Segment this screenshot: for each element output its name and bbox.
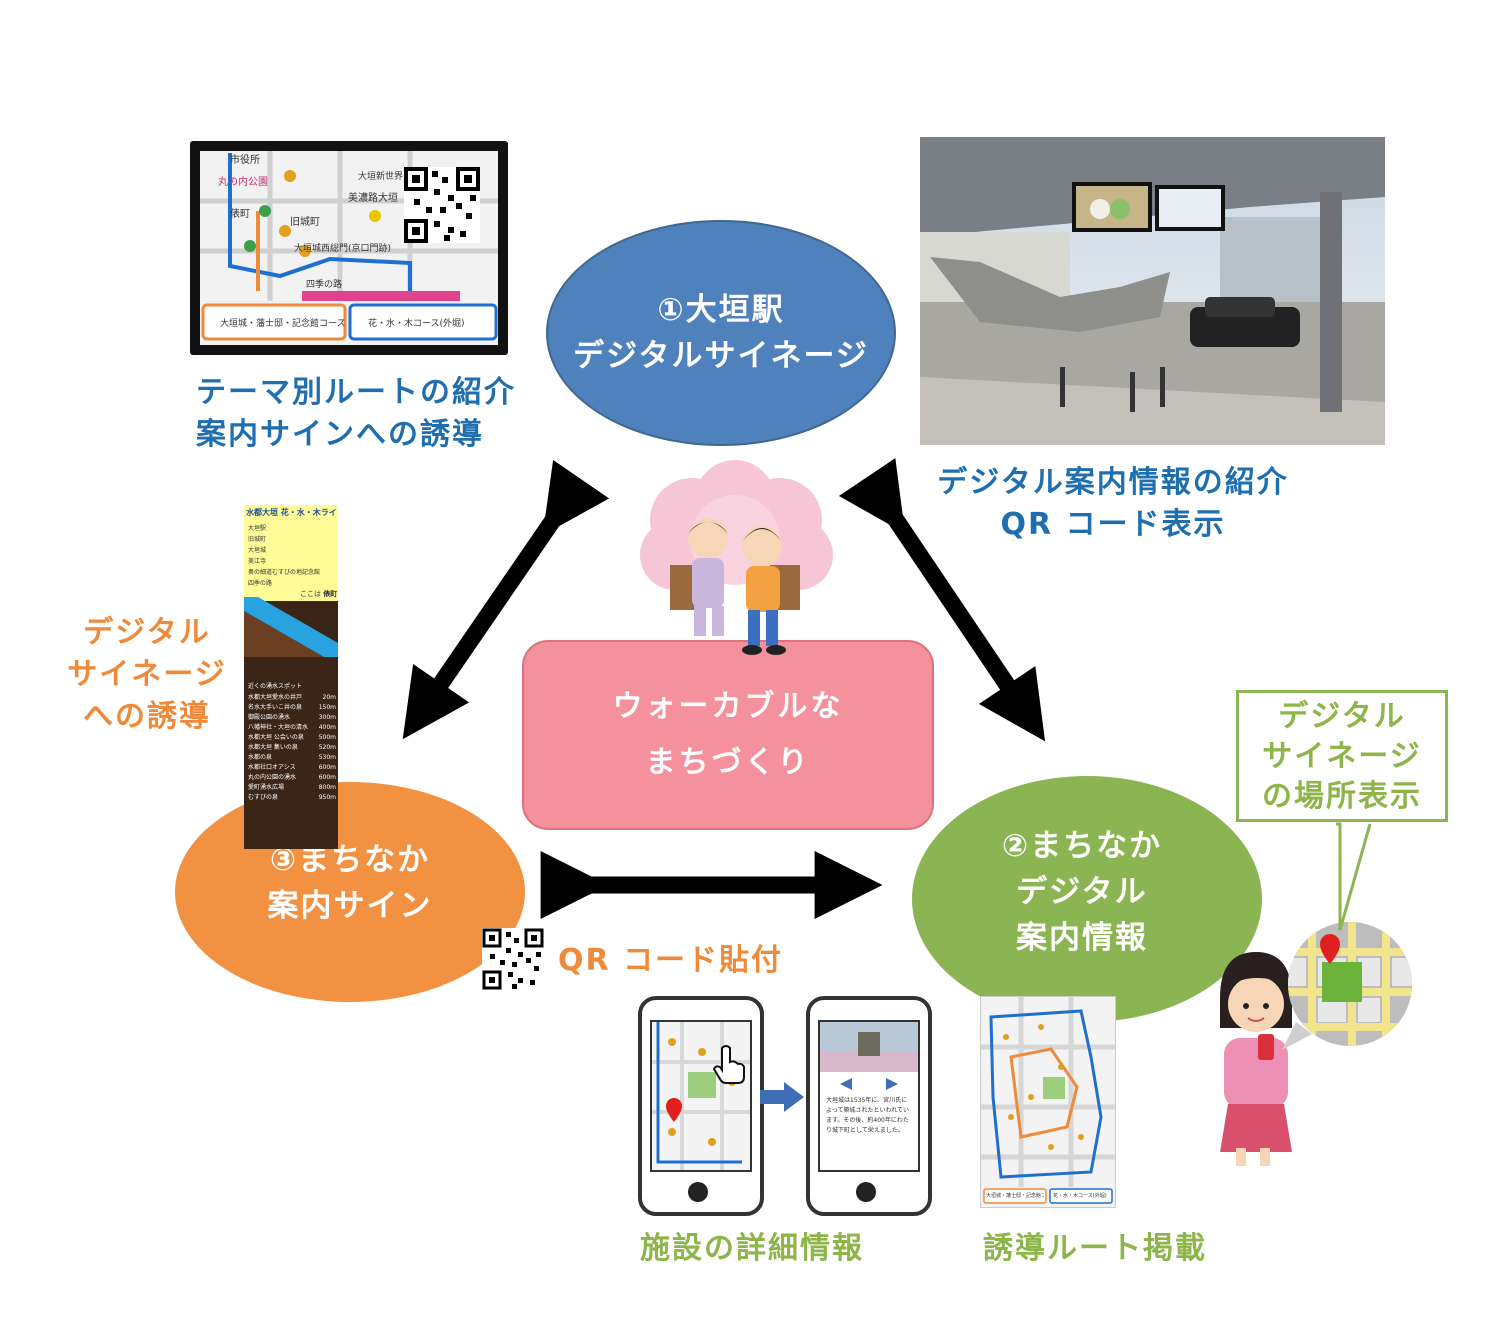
station-photo — [920, 137, 1385, 445]
town-signboard: 水都大垣 花・水・木ライ 大垣駅 旧城町 大垣城 美江寺 奥の細道むすびの地記念… — [244, 505, 338, 849]
map-label: 四季の路 — [306, 280, 343, 290]
town-sign-node: ③まちなか 案内サイン — [175, 782, 525, 1002]
signboard-spots: 大垣駅 旧城町 大垣城 美江寺 奥の細道むすびの地記念館 四季の路 — [248, 525, 321, 587]
digital-intro-caption: デジタル案内情報の紹介 QR コード表示 — [937, 465, 1289, 542]
signboard-list-title: 近くの湧水スポット — [248, 683, 303, 690]
route-label-2: 花・水・木コース(外堀) — [1053, 1193, 1107, 1199]
route-posted-caption: 誘導ルート掲載 — [983, 1231, 1207, 1266]
prev-arrow-icon — [840, 1078, 852, 1090]
next-arrow-icon — [886, 1078, 898, 1090]
route-map-thumbnail: 大垣城・藩士邸・記念館コース 花・水・木コース(外堀) — [980, 996, 1116, 1208]
phone-map — [638, 996, 764, 1216]
home-button-icon — [688, 1182, 708, 1202]
woman-with-smartphone-illustration — [1220, 952, 1292, 1166]
map-label: 丸の内公園 — [218, 177, 268, 188]
qr-code-icon — [482, 928, 544, 990]
theme-route-caption: テーマ別ルートの紹介 案内サインへの誘導 — [196, 375, 516, 452]
home-button-icon — [856, 1182, 876, 1202]
route-label-2: 花・水・木コース(外堀) — [368, 319, 465, 329]
location-map-bubble — [1282, 922, 1412, 1050]
qr-attach-caption: QR コード貼付 — [558, 943, 784, 978]
arrow-right-icon — [760, 1082, 804, 1112]
map-label: 俵町 — [230, 209, 250, 220]
to-signage-caption: デジタル サイネージ への誘導 — [67, 615, 227, 734]
map-label: 大垣城西総門(京口門跡) — [294, 244, 392, 254]
map-label: 大垣新世界 — [358, 172, 404, 182]
qr-code-icon — [404, 167, 480, 243]
facility-detail-caption: 施設の詳細情報 — [640, 1231, 864, 1266]
station-signage-node: ①大垣駅 デジタルサイネージ — [546, 220, 896, 446]
town-digital-node: ②まちなか デジタル 案内情報 — [912, 776, 1262, 1022]
pointer-hand-icon — [712, 1045, 745, 1084]
walking-children-illustration — [640, 460, 833, 655]
callout-pointer — [1336, 822, 1372, 931]
route-label-1: 大垣城・藩士邸・記念館コース — [220, 319, 346, 329]
signboard-here: ここは 俵町 — [300, 590, 338, 598]
signboard-header: 水都大垣 花・水・木ライ — [246, 508, 337, 517]
signage-location-callout: デジタル サイネージ の場所表示 — [1236, 690, 1448, 822]
map-label: 市役所 — [230, 155, 260, 166]
walkable-city-box: ウォーカブルな まちづくり — [522, 640, 934, 830]
map-label: 美濃路大垣 — [348, 193, 398, 204]
facility-description: 大垣城は1535年に、宮川氏によって築城されたといわれています。その後、約400… — [826, 1097, 910, 1134]
map-label: 旧城町 — [290, 217, 320, 228]
signage-map-screen: 市役所 丸の内公園 大垣新世界 俵町 美濃路大垣 旧城町 大垣城西総門(京口門跡… — [190, 141, 508, 355]
phone-detail: 大垣城は1535年に、宮川氏によって築城されたといわれています。その後、約400… — [806, 996, 932, 1216]
route-label-1: 大垣城・藩士邸・記念館コース — [986, 1193, 1044, 1199]
